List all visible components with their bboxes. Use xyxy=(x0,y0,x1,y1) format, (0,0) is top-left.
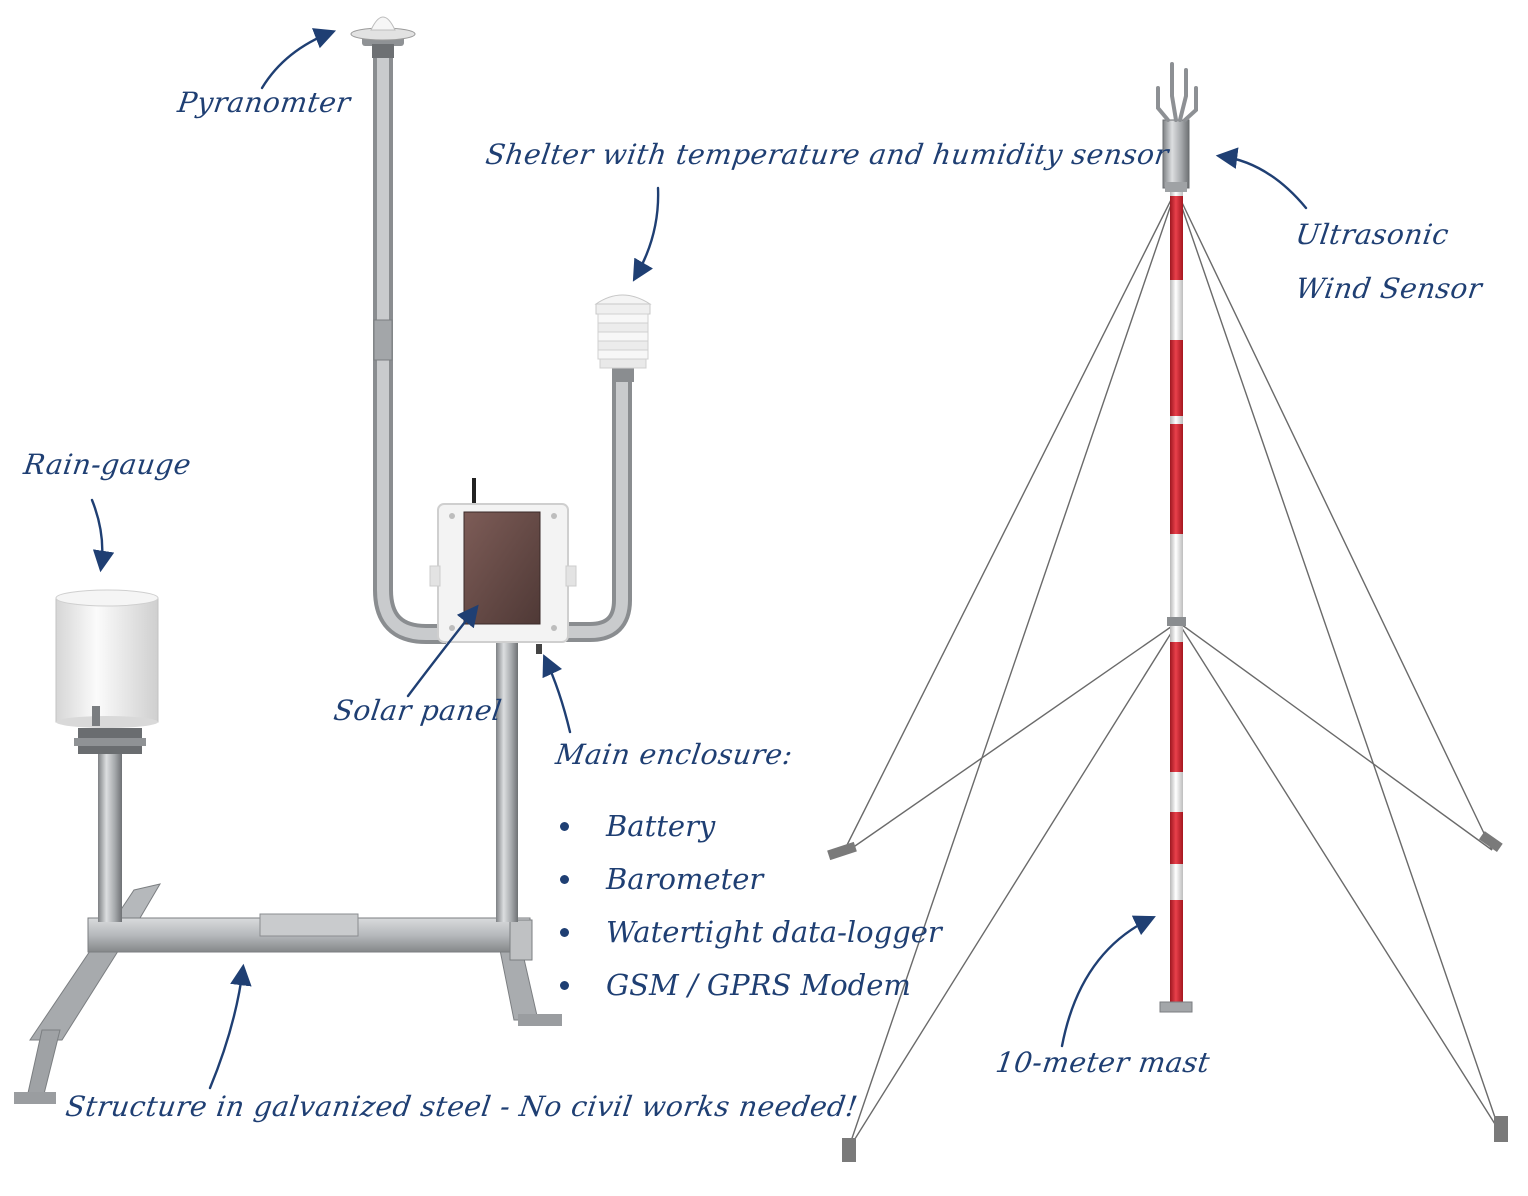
bullet-dot xyxy=(560,981,569,990)
list-item: Watertight data-logger xyxy=(556,906,942,959)
pyranometer-mast xyxy=(373,52,446,644)
bullet-dot xyxy=(560,822,569,831)
label-solar-panel: Solar panel xyxy=(331,694,504,727)
guy-wires xyxy=(841,189,1501,1151)
arrow-main-enclosure xyxy=(542,654,572,734)
ultrasonic-wind-sensor xyxy=(1156,62,1198,192)
list-item: Battery xyxy=(556,800,942,853)
list-item-text: Battery xyxy=(606,809,716,843)
list-item: GSM / GPRS Modem xyxy=(556,959,942,1012)
annotation-arrows xyxy=(90,28,1308,1090)
temperature-humidity-shelter xyxy=(594,294,652,382)
arrow-solar-panel xyxy=(406,604,479,698)
ten-meter-mast xyxy=(1159,190,1193,1013)
label-pyranometer: Pyranomter xyxy=(175,86,353,119)
list-item-text: Barometer xyxy=(606,862,764,896)
label-structure: Structure in galvanized steel - No civil… xyxy=(63,1090,860,1123)
label-wind-sensor-line2: Wind Sensor xyxy=(1293,272,1485,305)
label-wind-sensor-line1: Ultrasonic xyxy=(1293,218,1452,251)
enclosure-component-list: Battery Barometer Watertight data-logger… xyxy=(556,800,942,1012)
arrow-wind-sensor xyxy=(1215,147,1308,210)
list-item-text: Watertight data-logger xyxy=(606,915,942,949)
arrow-mast xyxy=(1060,915,1156,1048)
galvanized-steel-base xyxy=(14,883,562,1104)
rain-gauge xyxy=(55,589,159,922)
label-mast: 10-meter mast xyxy=(993,1046,1213,1079)
label-rain-gauge: Rain-gauge xyxy=(21,448,194,481)
label-main-enclosure: Main enclosure: xyxy=(553,738,795,771)
shelter-mast xyxy=(566,370,632,642)
arrow-pyranometer xyxy=(260,28,337,90)
bullet-dot xyxy=(560,928,569,937)
arrow-shelter xyxy=(632,186,660,282)
pyranometer xyxy=(350,16,416,58)
arrow-rain-gauge xyxy=(90,498,115,573)
list-item-text: GSM / GPRS Modem xyxy=(606,968,911,1002)
list-item: Barometer xyxy=(556,853,942,906)
guy-anchors xyxy=(827,831,1508,1162)
label-shelter: Shelter with temperature and humidity se… xyxy=(483,138,1171,171)
main-enclosure xyxy=(429,478,577,654)
enclosure-post xyxy=(496,640,518,922)
arrow-structure xyxy=(208,963,252,1090)
bullet-dot xyxy=(560,875,569,884)
